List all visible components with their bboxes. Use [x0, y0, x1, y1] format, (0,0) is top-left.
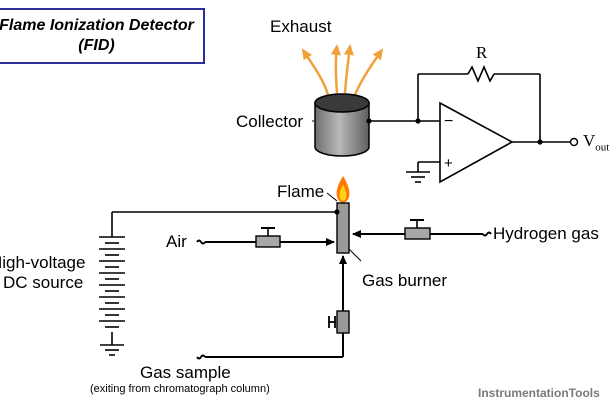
battery-stack: [99, 236, 125, 328]
vout-subscript: out: [595, 141, 610, 154]
flame-icon: [336, 176, 350, 203]
hv-source-label-1: High-voltage: [0, 253, 86, 272]
hv-source-label-2: DC source: [3, 273, 84, 292]
collector-junction: [366, 118, 372, 124]
burner-junction: [334, 209, 340, 215]
output-junction: [537, 139, 543, 145]
exhaust-label: Exhaust: [270, 17, 332, 36]
leader-lines: [312, 120, 362, 262]
h-fitting-icon: [328, 316, 336, 328]
air-line: [196, 238, 335, 246]
hydrogen-label: Hydrogen gas: [493, 224, 599, 243]
flame-label: Flame: [277, 182, 325, 201]
collector-label: Collector: [236, 112, 304, 131]
gas-sample-note: (exiting from chromatograph column): [90, 383, 270, 395]
diagram-title-box: Flame Ionization Detector (FID): [0, 8, 205, 64]
vout-main: V: [583, 131, 596, 150]
diagram-title: Flame Ionization Detector: [0, 17, 194, 34]
ground-symbol: [100, 344, 124, 356]
vout-label: Vout: [583, 131, 609, 153]
air-valve: [255, 227, 281, 248]
hydrogen-valve: [404, 219, 431, 240]
watermark-text: InstrumentationTools: [478, 386, 600, 400]
opamp-minus-sign: −: [444, 113, 453, 130]
feedback-junction: [415, 118, 421, 124]
diagram-subtitle: (FID): [78, 37, 115, 54]
sample-fitting: [336, 310, 350, 334]
collector-cylinder: [314, 93, 370, 157]
resistor-label: R: [476, 43, 488, 62]
air-label: Air: [166, 232, 187, 251]
hydrogen-line: [352, 230, 492, 238]
vout-terminal: [569, 137, 579, 147]
op-amp: [439, 101, 514, 184]
amplifier-wiring: [369, 64, 570, 183]
opamp-plus-sign: +: [444, 155, 453, 172]
hv-circuit-wiring: [111, 211, 337, 345]
exhaust-arrows: [301, 44, 384, 96]
sample-line: [196, 255, 347, 360]
gas-burner-label: Gas burner: [362, 271, 448, 290]
gas-burner-body: [336, 202, 350, 254]
gas-sample-label: Gas sample: [140, 363, 231, 382]
